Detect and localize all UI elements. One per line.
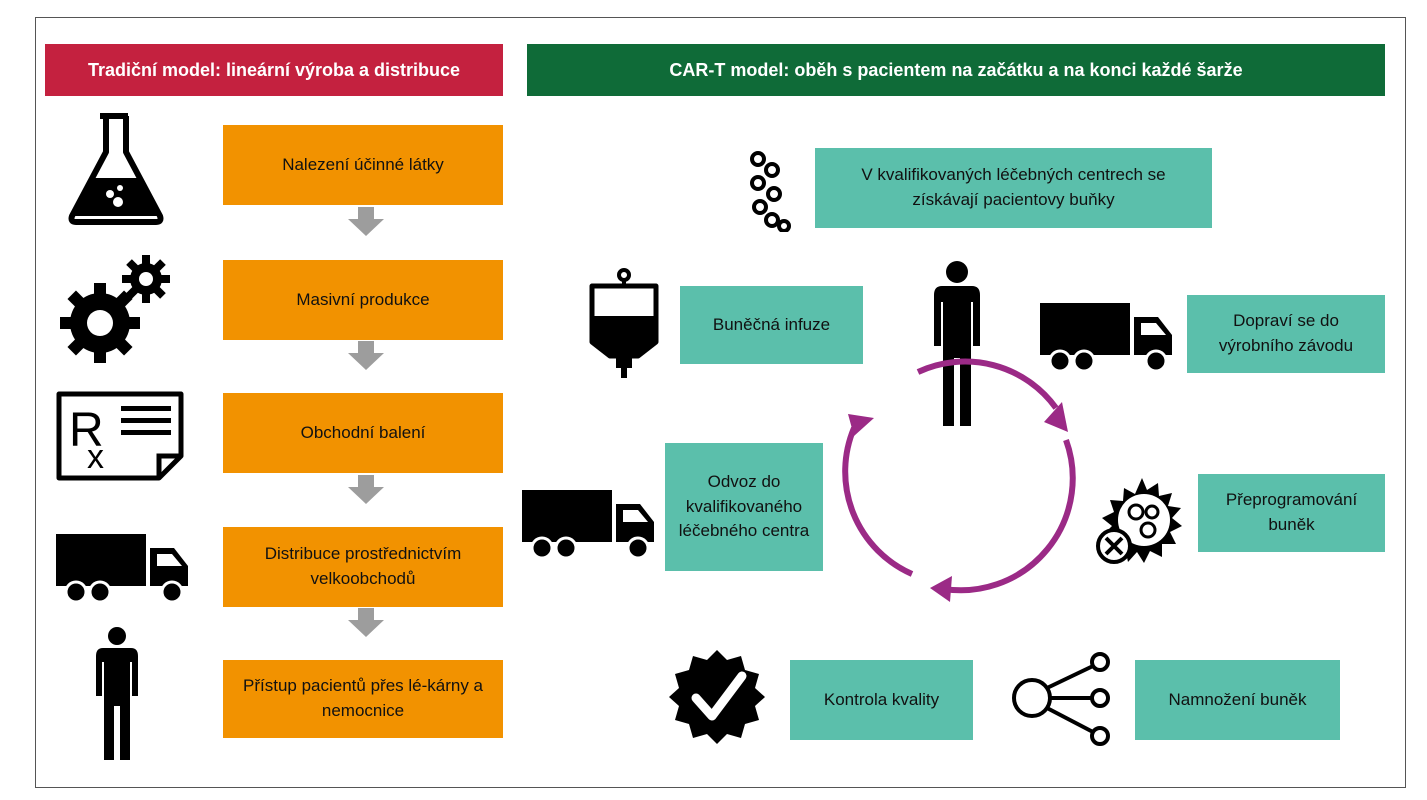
truck-icon [1040,303,1172,373]
step-label: Masivní produkce [296,289,430,309]
step-label: Obchodní balení [300,422,426,442]
step-box-reprogramming: Přeprogramování buněk [1198,474,1385,552]
svg-text:R: R [69,404,104,457]
patient-icon [934,261,980,426]
step-box-packaging: Obchodní balení [223,393,503,473]
step-box-infusion: Buněčná infuze [680,286,863,364]
step-label: Odvoz do kvalifikovaného léčebného centr… [678,472,810,541]
down-arrow-icon [348,341,384,370]
step-box-quality-control: Kontrola kvality [790,660,973,740]
truck-icon [56,534,188,604]
step-label: Přístup pacientů přes lé-kárny a nemocni… [243,676,484,720]
check-badge-icon [669,650,765,744]
step-box-distribution: Distribuce prostřednictvím velkoobchodů [223,527,503,607]
step-label: Nalezení účinné látky [282,154,444,174]
step-label: Dopraví se do výrobního závodu [1218,311,1354,355]
step-box-patient-access: Přístup pacientů přes lé-kárny a nemocni… [223,660,503,738]
step-label: Buněčná infuze [712,314,831,334]
step-label: Namnožení buněk [1168,689,1307,709]
truck-icon [522,490,654,560]
gears-icon [60,255,170,363]
cycle-arrows-icon [842,358,1076,602]
down-arrow-icon [348,475,384,504]
step-box-return-transport: Odvoz do kvalifikovaného léčebného centr… [665,443,823,571]
step-box-discovery: Nalezení účinné látky [223,125,503,205]
left-header: Tradiční model: lineární výroba a distri… [45,44,503,96]
step-label: Distribuce prostřednictvím velkoobchodů [264,544,462,588]
down-arrow-icon [348,608,384,637]
flask-icon [68,113,164,225]
left-header-text: Tradiční model: lineární výroba a distri… [87,59,461,80]
step-label: Přeprogramování buněk [1225,490,1358,534]
svg-text:x: x [87,438,104,476]
step-label: V kvalifikovaných léčebných centrech se … [861,165,1166,209]
branching-cells-icon [1012,652,1110,746]
step-label: Kontrola kvality [823,689,940,709]
step-box-expansion: Namnožení buněk [1135,660,1340,740]
infusion-bag-icon [589,268,659,378]
step-box-mass-production: Masivní produkce [223,260,503,340]
right-header: CAR-T model: oběh s pacientem na začátku… [527,44,1385,96]
step-box-collect-cells: V kvalifikovaných léčebných centrech se … [815,148,1212,228]
prescription-icon: R x [56,391,184,481]
virus-cell-icon [1096,478,1182,564]
figure-frame [35,17,1406,788]
step-box-transport-to-factory: Dopraví se do výrobního závodu [1187,295,1385,373]
person-icon [96,627,138,760]
down-arrow-icon [348,207,384,236]
cells-chain-icon [750,151,791,232]
right-header-text: CAR-T model: oběh s pacientem na začátku… [669,59,1243,80]
